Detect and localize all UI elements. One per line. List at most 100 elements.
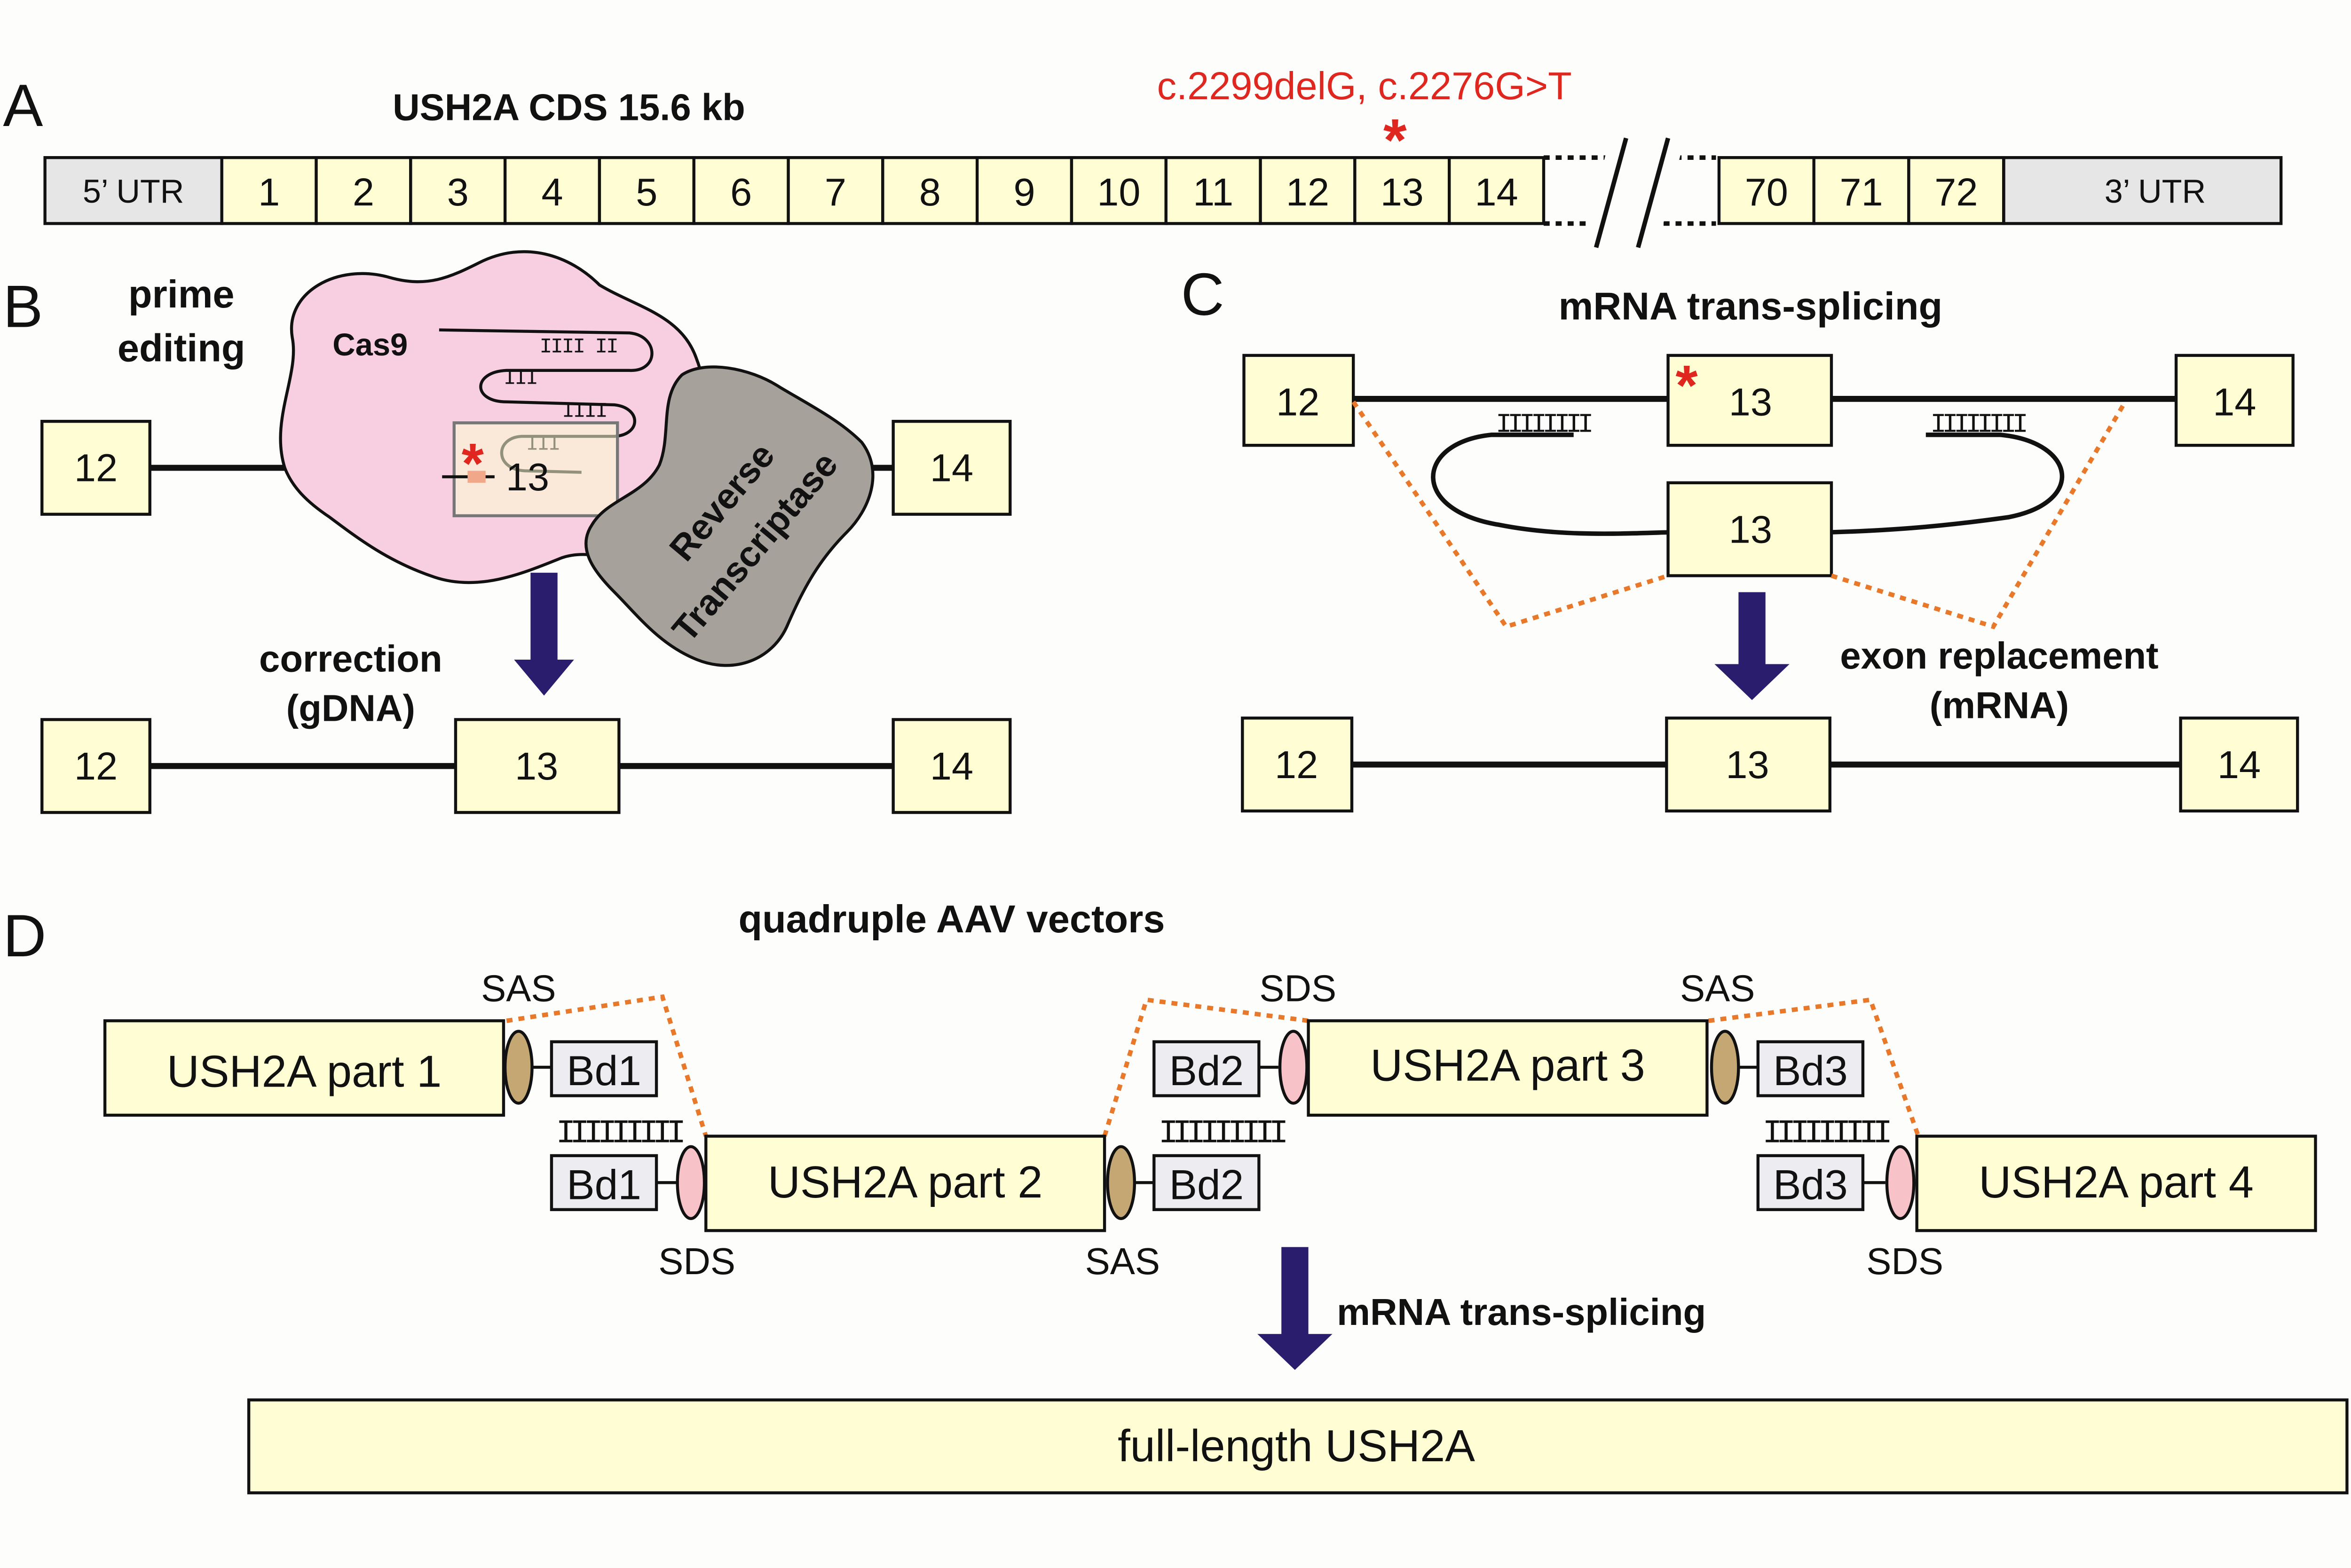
peg-rna-ticks-1: IIII II [539,336,617,359]
exon-14-c-label: 14 [2213,380,2256,424]
peg-rna-ticks-3: IIII [562,400,606,424]
exon-13-target-label: 13 [506,455,549,499]
exon-label-6: 6 [730,170,752,214]
splice-junction-left [1351,401,1669,630]
exon-box-2 [315,156,412,225]
result-exon-12-b-label: 12 [74,744,118,788]
mutation-asterisk-c: * [1675,353,1698,417]
bd1-bottom-label: Bd1 [567,1161,641,1208]
exon-label-72: 72 [1934,170,1978,214]
bd3-bottom-label: Bd3 [1773,1161,1848,1208]
donor-exon-13-label: 13 [1729,507,1772,551]
utr5-label: 5’ UTR [83,173,184,210]
panel-c-label: C [1181,261,1224,328]
sds-label-1: SDS [658,1240,735,1282]
break-gap [1580,135,1686,255]
sds-label-3: SDS [1866,1240,1943,1282]
donor-exon-13 [1666,481,1833,577]
panel-a-title: USH2A CDS 15.6 kb [393,86,745,128]
exon-13-target [452,421,619,518]
exon-label-2: 2 [353,170,374,214]
exon-13-c [1666,354,1833,447]
result-exon-14-b [891,718,1012,814]
panel-b-title-1: prime [128,272,235,316]
exon-label-1: 1 [258,170,280,214]
exon-14-b-label: 14 [930,446,973,490]
sas-element-1 [503,1030,534,1105]
trans-splicing-label: mRNA trans-splicing [1337,1291,1706,1333]
junction-1-2 [506,994,708,1137]
mutation-asterisk-b: * [462,431,484,495]
result-exon-14-c-label: 14 [2217,743,2261,787]
sas-label-1: SAS [481,968,556,1009]
bd2-bottom-label: Bd2 [1169,1161,1244,1208]
exon-box-12 [1259,156,1357,225]
exon-label-13: 13 [1381,170,1424,214]
result-exon-13-c [1665,717,1831,813]
break-slash-2 [1636,137,1671,248]
exon-replacement-label-2: (mRNA) [1930,684,2069,726]
sas-label-3: SAS [1680,968,1755,1009]
ptm-arc-right [1831,433,2065,535]
ush2a-part-2 [704,1135,1106,1232]
panel-b-title-2: editing [118,326,245,370]
exon-box-9 [975,156,1073,225]
sas-element-3 [1710,1030,1740,1105]
exon-label-71: 71 [1839,170,1883,214]
reverse-transcriptase [584,365,875,667]
exon-label-9: 9 [1014,170,1035,214]
binding-ticks-left: IIIIIIII [1496,410,1591,440]
panel-a-label: A [3,72,43,139]
exon-label-8: 8 [919,170,941,214]
exon-box-13 [1353,156,1451,225]
panel-d: D quadruple AAV vectors USH2A part 1 Bd1… [3,897,2349,1495]
result-exon-13-b [454,718,621,814]
full-length-ush2a-label: full-length USH2A [1118,1421,1475,1471]
exon-label-10: 10 [1097,170,1140,214]
binding-ticks-right: IIIIIIII [1930,410,2026,440]
exon-14-c [2174,354,2295,447]
bd1-pairing: IIIIIIIII [556,1115,684,1152]
exon-box-4 [503,156,601,225]
result-exon-12-b [40,718,151,814]
exon-label-3: 3 [447,170,469,214]
panel-c-title: mRNA trans-splicing [1559,284,1942,328]
result-exon-13-c-label: 13 [1726,743,1769,787]
panel-d-label: D [3,903,46,969]
ush2a-part-1 [103,1019,505,1117]
exon-label-11: 11 [1193,170,1233,214]
splice-junction-right [1830,401,2127,630]
bd2-top-label: Bd2 [1169,1047,1244,1094]
target-nick [467,471,486,483]
correction-label-1: correction [259,638,442,679]
exon-label-14: 14 [1475,170,1518,214]
full-length-ush2a [247,1398,2349,1495]
sds-label-2: SDS [1259,968,1336,1009]
trans-splicing-arrow [1257,1247,1333,1370]
result-exon-12-c-label: 12 [1275,743,1318,787]
break-slash-1 [1594,137,1628,248]
bd1-bottom [550,1154,658,1211]
exon-label-5: 5 [636,170,657,214]
bd3-pairing: IIIIIIIII [1762,1115,1890,1152]
exon-box-11 [1164,156,1262,225]
sas-label-2: SAS [1085,1240,1160,1282]
exon-12-c [1242,354,1355,447]
ush2a-part-4-label: USH2A part 4 [1979,1157,2254,1207]
mutation-label: c.2299delG, c.2276G>T [1157,64,1572,108]
panel-b-label: B [3,273,43,340]
exon-box-70 [1717,156,1815,225]
exon-replacement-label-1: exon replacement [1840,635,2158,677]
ptm-arc [1431,433,1672,536]
exon-replacement-arrow [1714,592,1790,701]
utr3-box [2002,156,2283,225]
result-exon-14-c [2179,717,2299,813]
exon-12-c-label: 12 [1276,380,1319,424]
bd3-top [1756,1040,1865,1097]
sds-element-2 [1278,1030,1309,1105]
utr5-box [43,156,223,225]
sds-element-1 [676,1145,706,1221]
